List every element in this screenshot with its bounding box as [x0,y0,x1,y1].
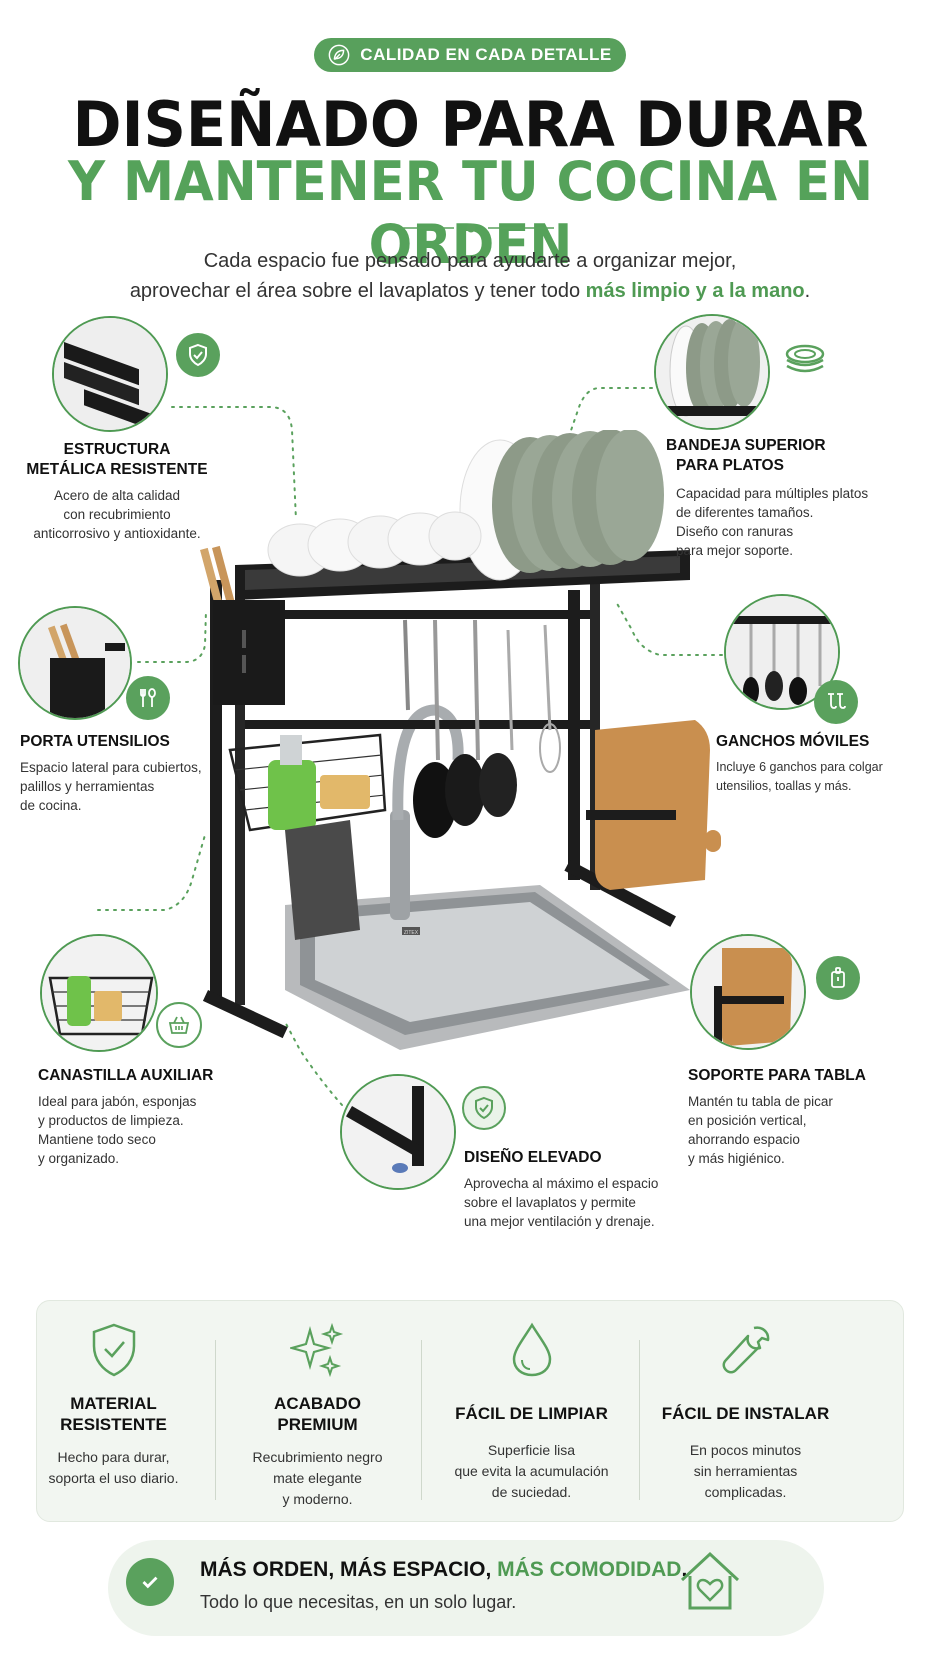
feature-canastilla: CANASTILLA AUXILIAR Ideal para jabón, es… [38,1067,214,1166]
check-circle-icon [126,1558,174,1606]
leaf-icon [328,44,350,66]
footer-headline: MÁS ORDEN, MÁS ESPACIO, MÁS COMODIDAD. [200,1558,688,1581]
feature-porta: PORTA UTENSILIOS Espacio lateral para cu… [20,733,202,813]
sink-logo [402,927,420,935]
bowls [267,511,482,577]
benefit-divider [639,1340,640,1500]
basket [228,733,387,940]
quality-badge: CALIDAD EN CADA DETALLE [314,38,626,72]
benefits-panel [36,1300,904,1522]
shield-check-icon [92,1323,135,1377]
plates [459,430,664,581]
water-drop-icon [512,1322,551,1377]
soporte-image [690,934,806,1050]
canastilla-image [40,934,158,1052]
wrench-icon [722,1326,769,1374]
hooks-icon [814,680,858,724]
faucet [390,704,464,920]
feature-bandeja: BANDEJA SUPERIOR PARA PLATOS Capacidad p… [666,437,869,558]
footer-banner: MÁS ORDEN, MÁS ESPACIO, MÁS COMODIDAD. T… [108,1540,824,1636]
feature-ganchos: GANCHOS MÓVILES Incluye 6 ganchos para c… [716,733,883,793]
benefit-divider [215,1340,216,1500]
ganchos-image [724,594,840,710]
intro-text: Cada espacio fue pensado para ayudarte a… [129,250,811,302]
benefit-divider [421,1340,422,1500]
badge-label: CALIDAD EN CADA DETALLE [360,45,612,64]
feature-estructura: ESTRUCTURA METÁLICA RESISTENTE Acero de … [26,441,208,541]
title-divider [388,223,554,233]
page-title: DISEÑADO PARA DURAR [72,88,869,161]
feature-elevado: DISEÑO ELEVADO Aprovecha al máximo el es… [464,1149,659,1229]
estructura-image [52,316,168,432]
cutting-board-icon [816,956,860,1000]
hanging-utensils [403,619,561,838]
feature-soporte: SOPORTE PARA TABLA Mantén tu tabla de pi… [688,1067,866,1166]
dish-rack-illustration: ZITEX [200,430,721,1050]
fork-spoon-icon [126,676,170,720]
shield-check-outline-icon [462,1086,506,1130]
home-heart-icon [680,1551,740,1610]
cutting-board [586,720,721,890]
page-subtitle: Y MANTENER TU COCINA EN ORDEN [67,150,874,276]
shield-check-icon [176,333,220,377]
elevado-image [340,1074,456,1190]
sparkles-icon [287,1322,343,1378]
basket-icon [156,1002,202,1048]
bandeja-image [654,314,770,430]
utensil-cup [200,545,285,705]
plates-stack-icon [782,336,828,382]
sink: ZITEX [285,885,690,1050]
footer-subline: Todo lo que necesitas, en un solo lugar. [200,1592,517,1612]
porta-image [18,606,132,720]
svg-text:ZITEX: ZITEX [404,930,419,936]
